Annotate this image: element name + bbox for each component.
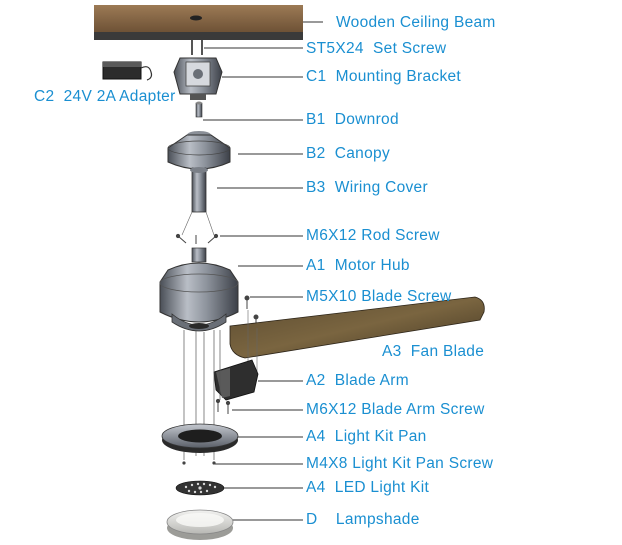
- light-kit-pan-icon: [161, 423, 239, 453]
- lampshade-icon: [166, 509, 234, 540]
- label-wiring-cover: B3 Wiring Cover: [306, 179, 428, 196]
- label-blade-screw: M5X10 Blade Screw: [306, 288, 452, 305]
- label-led-light-kit: A4 LED Light Kit: [306, 479, 430, 496]
- label-lampshade: D Lampshade: [306, 511, 420, 528]
- label-rod-screw: M6X12 Rod Screw: [306, 227, 440, 244]
- label-wooden-ceiling-beam: Wooden Ceiling Beam: [336, 14, 496, 31]
- label-canopy: B2 Canopy: [306, 145, 390, 162]
- canopy-icon: [167, 131, 231, 170]
- blade-arm-icon: [213, 359, 259, 401]
- rod-screw-icon: [175, 233, 219, 244]
- label-motor-hub: A1 Motor Hub: [306, 257, 410, 274]
- wooden-beam-icon: [94, 5, 303, 40]
- label-mounting-bracket: C1 Mounting Bracket: [306, 68, 462, 85]
- downrod-icon: [195, 101, 203, 118]
- led-light-kit-icon: [175, 480, 225, 496]
- leader-lines: [203, 21, 323, 521]
- wiring-cover-icon: [190, 167, 208, 213]
- label-set-screw: ST5X24 Set Screw: [306, 40, 447, 57]
- label-fan-blade: A3 Fan Blade: [382, 343, 485, 360]
- adapter-icon: [102, 61, 153, 81]
- fan-blade-icon: [229, 296, 485, 376]
- blade-arm-screw-icon: [215, 398, 231, 414]
- label-downrod: B1 Downrod: [306, 111, 399, 128]
- pan-screw-icon: [182, 461, 216, 465]
- set-screw-icon: [191, 40, 203, 55]
- label-blade-arm-screw: M6X12 Blade Arm Screw: [306, 401, 485, 418]
- assembly-guides: [181, 211, 215, 236]
- label-pan-screw: M4X8 Light Kit Pan Screw: [306, 455, 494, 472]
- label-adapter: C2 24V 2A Adapter: [34, 88, 176, 105]
- label-light-kit-pan: A4 Light Kit Pan: [306, 428, 427, 445]
- mounting-bracket-icon: [173, 57, 223, 100]
- label-blade-arm: A2 Blade Arm: [306, 372, 409, 389]
- motor-hub-icon: [159, 247, 239, 332]
